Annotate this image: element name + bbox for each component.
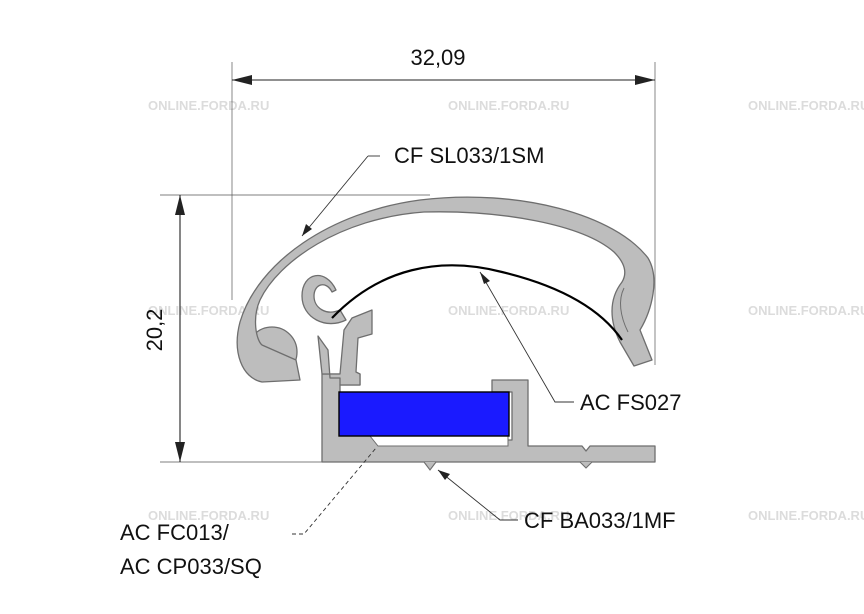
leader-line	[437, 469, 518, 521]
leader-line	[292, 447, 377, 535]
base-foot-notch	[423, 461, 437, 471]
hinge-post	[317, 309, 373, 386]
leader-corner: AC FC013/ AC CP033/SQ	[120, 447, 377, 579]
leader-line	[301, 155, 369, 237]
leader-base: CF BA033/1MF	[437, 469, 676, 533]
arrowhead-left	[232, 75, 252, 85]
insert-gap	[368, 435, 509, 447]
width-dimension: 32,09	[231, 45, 656, 365]
label-corner-line1: AC FC013/	[120, 520, 230, 545]
watermark: ONLINE.FORDA.RU	[748, 98, 864, 113]
watermark: ONLINE.FORDA.RU	[448, 508, 569, 523]
watermark: ONLINE.FORDA.RU	[148, 303, 269, 318]
width-value: 32,09	[410, 45, 465, 70]
arrowhead-top	[175, 195, 185, 215]
leader-line	[479, 271, 574, 403]
watermark: ONLINE.FORDA.RU	[748, 508, 864, 523]
label-base-profile: CF BA033/1MF	[524, 508, 676, 533]
arrowhead-right	[635, 75, 655, 85]
watermark: ONLINE.FORDA.RU	[148, 98, 269, 113]
label-corner-line2: AC CP033/SQ	[120, 554, 262, 579]
height-dimension: 20,2	[142, 194, 430, 463]
blue-insert	[338, 391, 510, 437]
leader-front-sheet: AC FS027	[479, 271, 682, 415]
front-sheet-arc	[331, 264, 623, 341]
arrowhead-bottom	[175, 442, 185, 462]
leader-arrow	[302, 224, 312, 236]
watermark: ONLINE.FORDA.RU	[748, 303, 864, 318]
watermark: ONLINE.FORDA.RU	[148, 508, 269, 523]
leader-arrow	[438, 470, 450, 480]
lid-tip-detail	[620, 287, 629, 333]
base-foot-notch	[579, 461, 593, 469]
height-value: 20,2	[142, 309, 167, 352]
snap-lid-profile	[236, 196, 655, 383]
label-front-sheet: AC FS027	[580, 390, 682, 415]
leader-snap-lid: CF SL033/1SM	[301, 143, 544, 237]
c-clip	[301, 274, 347, 325]
leader-arrow	[480, 272, 490, 284]
watermark: ONLINE.FORDA.RU	[448, 98, 569, 113]
label-snap-lid: CF SL033/1SM	[394, 143, 544, 168]
watermark: ONLINE.FORDA.RU	[448, 303, 569, 318]
